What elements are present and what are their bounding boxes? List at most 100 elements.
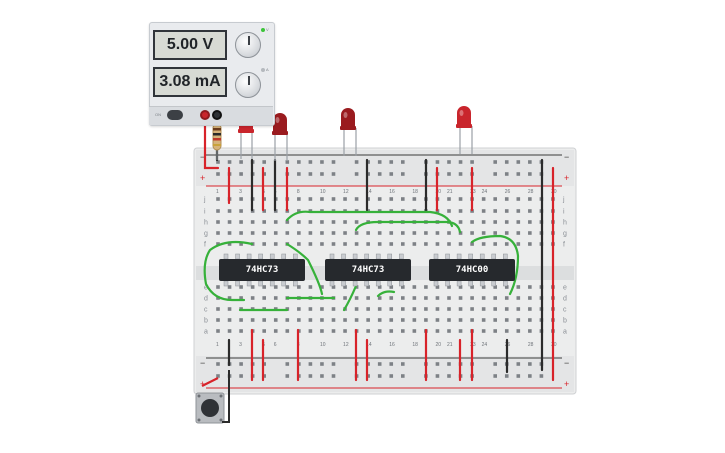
breadboard-hole[interactable] — [493, 329, 497, 333]
green-wire[interactable] — [354, 220, 462, 234]
led-icon[interactable] — [340, 108, 357, 156]
breadboard-hole[interactable] — [516, 329, 521, 333]
breadboard-hole[interactable] — [435, 329, 440, 333]
breadboard-hole[interactable] — [493, 197, 497, 201]
rail-hole[interactable] — [262, 172, 266, 176]
breadboard-hole[interactable] — [227, 296, 232, 300]
breadboard-hole[interactable] — [528, 231, 532, 235]
breadboard-hole[interactable] — [481, 209, 486, 213]
rail-hole[interactable] — [331, 172, 336, 176]
breadboard-hole[interactable] — [481, 318, 486, 322]
rail-hole[interactable] — [377, 172, 382, 176]
breadboard-hole[interactable] — [424, 307, 428, 311]
breadboard-hole[interactable] — [504, 285, 509, 289]
breadboard-hole[interactable] — [412, 296, 417, 300]
breadboard-hole[interactable] — [250, 285, 255, 289]
rail-hole[interactable] — [366, 172, 370, 176]
breadboard-hole[interactable] — [481, 197, 486, 201]
breadboard-hole[interactable] — [273, 296, 278, 300]
breadboard-hole[interactable] — [504, 296, 509, 300]
rail-hole[interactable] — [320, 160, 324, 164]
breadboard-hole[interactable] — [308, 231, 313, 235]
breadboard-hole[interactable] — [285, 318, 290, 322]
breadboard-hole[interactable] — [435, 296, 440, 300]
rail-hole[interactable] — [493, 374, 497, 378]
breadboard-hole[interactable] — [239, 296, 243, 300]
rail-hole[interactable] — [447, 374, 451, 378]
breadboard-hole[interactable] — [481, 285, 486, 289]
breadboard-hole[interactable] — [227, 209, 232, 213]
rail-hole[interactable] — [366, 374, 370, 378]
rail-hole[interactable] — [504, 172, 509, 176]
breadboard-hole[interactable] — [493, 307, 497, 311]
breadboard-hole[interactable] — [273, 329, 278, 333]
rail-hole[interactable] — [262, 160, 266, 164]
breadboard-hole[interactable] — [493, 209, 497, 213]
breadboard-hole[interactable] — [516, 209, 521, 213]
rail-hole[interactable] — [320, 374, 324, 378]
breadboard-hole[interactable] — [320, 231, 324, 235]
breadboard-hole[interactable] — [297, 307, 301, 311]
breadboard-hole[interactable] — [528, 285, 532, 289]
breadboard-hole[interactable] — [412, 242, 417, 246]
breadboard-hole[interactable] — [458, 242, 463, 246]
breadboard-hole[interactable] — [227, 329, 232, 333]
rail-hole[interactable] — [458, 160, 463, 164]
breadboard-hole[interactable] — [320, 197, 324, 201]
breadboard-hole[interactable] — [331, 285, 336, 289]
breadboard-hole[interactable] — [331, 307, 336, 311]
current-knob-icon[interactable] — [235, 72, 261, 98]
breadboard-hole[interactable] — [412, 318, 417, 322]
rail-hole[interactable] — [470, 160, 474, 164]
rail-hole[interactable] — [308, 160, 313, 164]
breadboard-hole[interactable] — [239, 242, 243, 246]
breadboard-hole[interactable] — [239, 231, 243, 235]
breadboard-hole[interactable] — [516, 220, 521, 224]
green-wire[interactable] — [342, 284, 358, 312]
breadboard-hole[interactable] — [354, 220, 359, 224]
breadboard-hole[interactable] — [401, 318, 405, 322]
breadboard-hole[interactable] — [366, 296, 370, 300]
breadboard-hole[interactable] — [528, 242, 532, 246]
breadboard-hole[interactable] — [389, 318, 394, 322]
breadboard-hole[interactable] — [470, 242, 474, 246]
breadboard-hole[interactable] — [377, 197, 382, 201]
rail-hole[interactable] — [401, 172, 405, 176]
breadboard-hole[interactable] — [297, 242, 301, 246]
breadboard-hole[interactable] — [343, 231, 347, 235]
breadboard-hole[interactable] — [297, 318, 301, 322]
breadboard-hole[interactable] — [424, 242, 428, 246]
rail-hole[interactable] — [389, 160, 394, 164]
breadboard-hole[interactable] — [435, 318, 440, 322]
breadboard-hole[interactable] — [401, 307, 405, 311]
breadboard-hole[interactable] — [516, 307, 521, 311]
breadboard-hole[interactable] — [447, 209, 451, 213]
rail-hole[interactable] — [331, 374, 336, 378]
breadboard-hole[interactable] — [285, 285, 290, 289]
breadboard-hole[interactable] — [401, 285, 405, 289]
rail-hole[interactable] — [389, 374, 394, 378]
breadboard-hole[interactable] — [343, 329, 347, 333]
breadboard-hole[interactable] — [354, 197, 359, 201]
breadboard-hole[interactable] — [331, 242, 336, 246]
green-wire[interactable] — [285, 210, 454, 228]
breadboard-hole[interactable] — [516, 231, 521, 235]
rail-hole[interactable] — [447, 172, 451, 176]
breadboard-hole[interactable] — [528, 220, 532, 224]
breadboard-hole[interactable] — [377, 285, 382, 289]
breadboard-hole[interactable] — [458, 318, 463, 322]
breadboard-hole[interactable] — [412, 285, 417, 289]
breadboard-hole[interactable] — [262, 209, 266, 213]
rail-hole[interactable] — [239, 160, 243, 164]
breadboard-hole[interactable] — [216, 329, 220, 333]
rail-hole[interactable] — [216, 172, 220, 176]
breadboard-hole[interactable] — [273, 209, 278, 213]
breadboard-hole[interactable] — [389, 307, 394, 311]
breadboard-hole[interactable] — [389, 231, 394, 235]
breadboard-hole[interactable] — [528, 197, 532, 201]
rail-hole[interactable] — [493, 362, 497, 366]
breadboard-hole[interactable] — [216, 197, 220, 201]
breadboard-hole[interactable] — [331, 197, 336, 201]
rail-hole[interactable] — [389, 362, 394, 366]
